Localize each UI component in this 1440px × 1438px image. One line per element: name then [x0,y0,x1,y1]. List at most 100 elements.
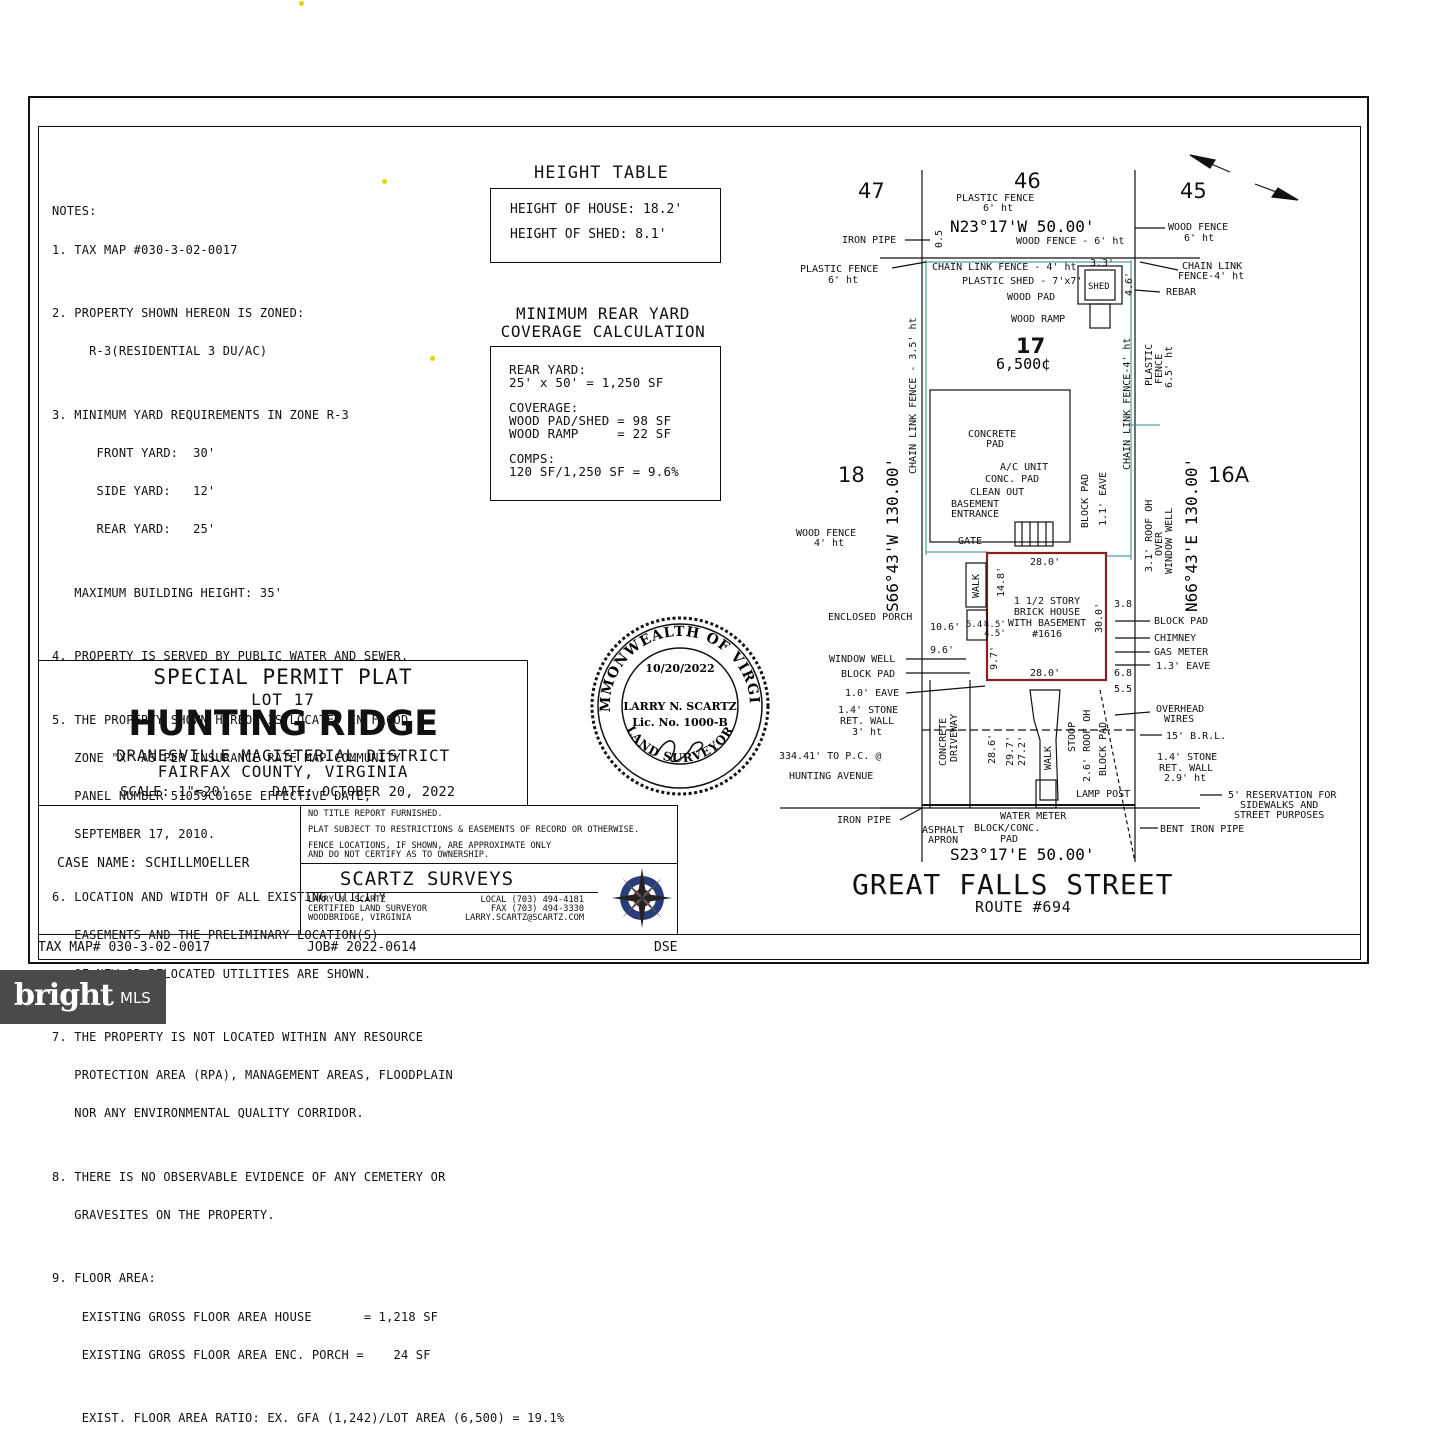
chimney: CHIMNEY [1154,633,1196,644]
seal-license: Lic. No. 1000-B [632,716,728,729]
concrete-driveway: CONCRETE [938,718,949,766]
stoop-label: STOOP [1067,722,1078,752]
title-block [38,660,528,806]
height-of-shed: HEIGHT OF SHED: 8.1' [510,227,667,242]
iron-pipe-bot: IRON PIPE [837,815,891,826]
lot-17: 17 [1016,334,1045,358]
lower-hdivider [300,863,678,864]
block-pad-v2: BLOCK PAD [1098,722,1109,776]
disclaimer-3: FENCE LOCATIONS, IF SHOWN, ARE APPROXIMA… [308,841,552,860]
block-conc-pad-2: PAD [1000,834,1018,845]
dim-300: 30.0' [1094,603,1105,633]
lot-46: 46 [1014,169,1041,193]
compass-rose-icon [612,868,672,928]
coverage-body: REAR YARD: 25' x 50' = 1,250 SF COVERAGE… [509,362,679,479]
dim-148: 14.8' [996,567,1007,597]
notes-line: 9. FLOOR AREA: [52,1271,156,1286]
lower-divider [300,805,301,934]
shed-label: SHED [1088,282,1110,292]
stone-wall-l-3: 3' ht [852,727,882,738]
mls-label: MLS [120,989,151,1007]
dim-272: 27.2' [1017,736,1028,766]
height-table-title: HEIGHT TABLE [534,163,669,183]
marker-dot [430,356,435,361]
dim-97: 9.7' [989,646,1000,670]
footer-tax-map: TAX MAP# 030-3-02-0017 [38,940,211,955]
surveyor-info: LARRY N. SCARTZ CERTIFIED LAND SURVEYOR … [308,895,427,923]
notes-line: MAXIMUM BUILDING HEIGHT: 35' [52,585,283,600]
lamp-post: LAMP POST [1076,789,1130,800]
reservation-1: 5' RESERVATION FOR [1228,790,1337,801]
coverage-title: MINIMUM REAR YARD COVERAGE CALCULATION [500,304,706,341]
plat-type: SPECIAL PERMIT PLAT [153,665,413,689]
signature [657,740,704,763]
block-pad-v: BLOCK PAD [1080,474,1091,528]
basement-entrance-1: BASEMENT [951,499,999,510]
stone-wall-l-1: 1.4' STONE [838,705,898,716]
notes-line: 5. THE PROPERTY SHOWN HEREON IS LOCATED … [52,712,409,727]
house-label-2: BRICK HOUSE [1014,607,1080,618]
concrete-driveway-2: DRIVEWAY [949,714,960,762]
enclosed-porch: ENCLOSED PORCH [828,612,912,623]
dim-106: 10.6' [930,622,960,633]
lot-45: 45 [1180,179,1207,203]
dim-96: 9.6' [930,645,954,656]
surveyor-contact: LOCAL (703) 494-4181 FAX (703) 494-3330 … [465,895,584,923]
clean-out: CLEAN OUT [970,487,1024,498]
roof-oh: 3.1' ROOF OH [1144,500,1155,572]
wood-pad: WOOD PAD [1007,292,1055,303]
case-name: CASE NAME: SCHILLMOELLER [57,856,250,871]
walk2-label: WALK [1043,746,1054,770]
notes-heading: NOTES: [52,204,97,219]
seal-date: 10/20/2022 [645,662,714,675]
block-conc-pad-1: BLOCK/CONC. [974,823,1040,834]
county-name: FAIRFAX COUNTY, VIRGINIA [157,762,409,781]
lot-area: 6,500¢ [996,355,1050,373]
chain-link-right-v: CHAIN LINK FENCE-4' ht [1122,338,1133,470]
disclaimer-2: PLAT SUBJECT TO RESTRICTIONS & EASEMENTS… [308,825,640,835]
bearing-top: N23°17'W 50.00' [950,217,1095,236]
plastic-shed: PLASTIC SHED - 7'x7' [962,276,1082,287]
date-label: DATE: OCTOBER 20, 2022 [272,784,456,800]
window-well: WINDOW WELL [829,654,895,665]
lot-label: LOT 17 [251,690,315,709]
surveyor-seal: COMMONWEALTH OF VIRGINIA LAND SURVEYOR 1… [588,614,770,796]
house-label-4: #1616 [1032,629,1062,640]
wood-fence-left: WOOD FENCE [796,528,856,539]
notes-line: SIDE YARD: 12' [52,483,216,498]
roof-oh-3: WINDOW WELL [1164,508,1175,574]
notes-line: EASEMENTS AND THE PRELIMINARY LOCATION(S… [52,928,379,943]
lot-16a: 16A [1208,463,1250,487]
roof-26: 2.6' ROOF OH [1082,710,1093,782]
route-number: ROUTE #694 [975,898,1072,916]
lot-47: 47 [858,179,885,203]
eave-11: 1.1' EAVE [1098,472,1109,526]
water-meter: WATER METER [1000,811,1067,822]
chain-link-right-ht: FENCE-4' ht [1178,271,1244,282]
stone-wall-r-2: RET. WALL [1159,763,1213,774]
surveyor-underline [308,892,598,893]
notes-line: 3. MINIMUM YARD REQUIREMENTS IN ZONE R-3 [52,407,349,422]
walk-label: WALK [971,574,982,598]
notes-line: SEPTEMBER 17, 2010. [52,826,216,841]
height-of-house: HEIGHT OF HOUSE: 18.2' [510,202,683,217]
seal-name: LARRY N. SCARTZ [623,700,736,713]
wood-fence-left-ht: 4' ht [814,538,844,549]
overhead-wires-1: OVERHEAD [1156,704,1204,715]
eave-13: 1.3' EAVE [1156,661,1210,672]
notes-line: EXIST. FLOOR AREA RATIO: EX. GFA (1,242)… [52,1411,565,1426]
wood-fence-top: WOOD FENCE - 6' ht [1016,236,1124,247]
scale-label: SCALE: 1"=20' [120,784,229,800]
dim-280-top: 28.0' [1030,557,1060,568]
stone-wall-r-1: 1.4' STONE [1157,752,1217,763]
notes-line: 6. LOCATION AND WIDTH OF ALL EXISTING UT… [52,890,387,905]
dim-46: 4.6' [1124,272,1135,296]
notes-line: NOR ANY ENVIRONMENTAL QUALITY CORRIDOR. [52,1106,364,1121]
asphalt-apron-1: ASPHALT [922,825,964,836]
house-label-1: 1 1/2 STORY [1014,596,1080,607]
bent-iron-pipe: BENT IRON PIPE [1160,824,1244,835]
dim-54: 5.4' [966,620,988,630]
footer-dse: DSE [654,940,678,955]
notes-line: PANEL NUMBER 51059C0165E EFFECTIVE DATE, [52,788,372,803]
wood-ramp: WOOD RAMP [1011,314,1065,325]
